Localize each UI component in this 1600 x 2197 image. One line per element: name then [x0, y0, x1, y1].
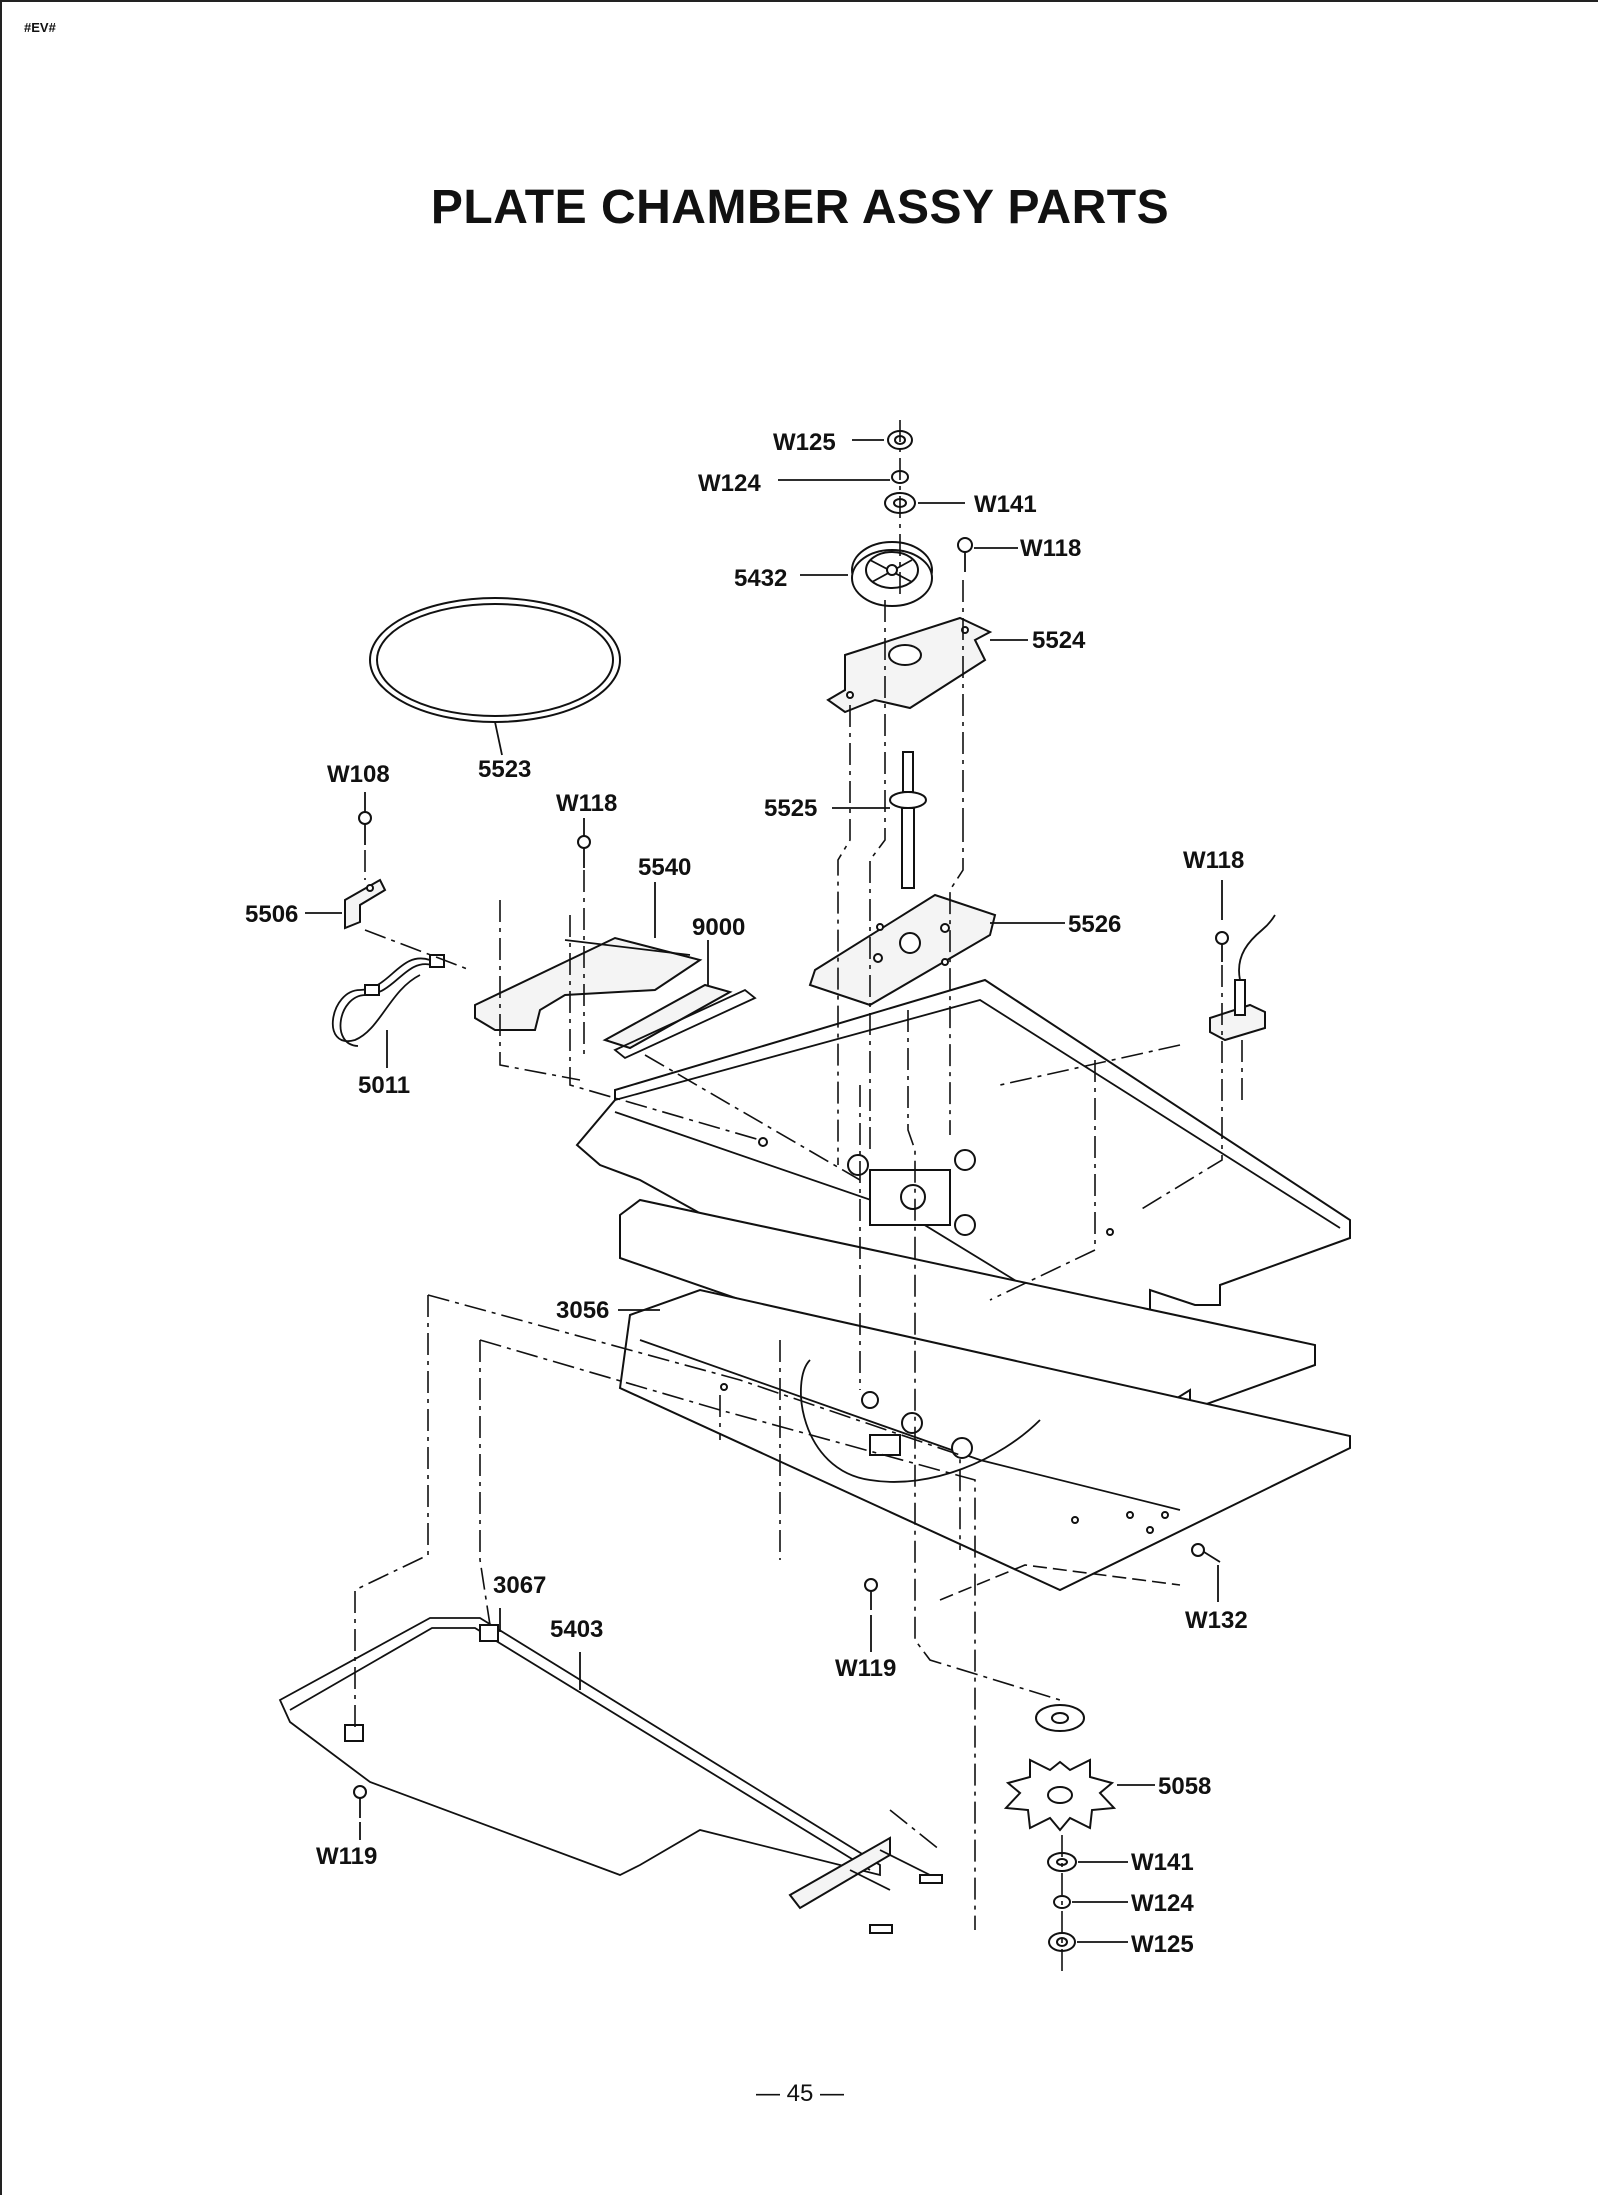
label-5526: 5526: [1068, 911, 1121, 938]
screw-w118-top: [957, 537, 973, 572]
label-w119-left: W119: [316, 1843, 377, 1870]
chamber-base-3056: [618, 1288, 1351, 1592]
header-tag: #EV#: [24, 20, 56, 35]
duct-5540: [474, 936, 703, 1031]
shaft-5525: [889, 751, 927, 889]
screw-w118-right: [1215, 931, 1229, 962]
label-w141-bottom: W141: [1131, 1849, 1194, 1876]
screw-w132: [1191, 1543, 1221, 1563]
label-w119-mid: W119: [835, 1655, 896, 1682]
label-w124-bottom: W124: [1131, 1890, 1194, 1917]
label-5525: 5525: [764, 795, 817, 822]
label-w108: W108: [327, 761, 390, 788]
sensor-assembly: [1209, 914, 1276, 1042]
page-title: PLATE CHAMBER ASSY PARTS: [430, 181, 1170, 234]
washer-w141-bottom: [1047, 1852, 1077, 1872]
label-w125-top: W125: [773, 429, 836, 456]
fan-5058: [1003, 1758, 1117, 1832]
label-5524: 5524: [1032, 627, 1086, 654]
heater-element-5403: [278, 1617, 943, 1934]
page-number: — 45 —: [755, 2080, 845, 2107]
label-w118-top: W118: [1020, 535, 1081, 562]
motor-5432: [851, 541, 933, 607]
belt-5523: [369, 597, 621, 723]
label-w132: W132: [1185, 1607, 1248, 1634]
label-5403: 5403: [550, 1616, 603, 1643]
screw-w119-left: [353, 1785, 367, 1818]
part-labels: W125 W124 W141 W118 5432 5524 5523 W108 …: [245, 429, 1248, 1958]
label-w118-left: W118: [556, 790, 617, 817]
screw-w108: [358, 811, 372, 845]
label-w118-right: W118: [1183, 847, 1244, 874]
label-w125-bottom: W125: [1131, 1931, 1194, 1958]
label-5058: 5058: [1158, 1773, 1211, 1800]
label-5540: 5540: [638, 854, 691, 881]
assembly-lines: [354, 420, 1243, 1975]
label-5011: 5011: [358, 1072, 410, 1099]
filter-9000: [602, 983, 757, 1060]
bracket-5506: [344, 878, 387, 930]
label-w141-top: W141: [974, 491, 1037, 518]
label-5506: 5506: [245, 901, 298, 928]
leader-lines: [305, 439, 1223, 1943]
label-9000: 9000: [692, 914, 745, 941]
label-5523: 5523: [478, 756, 531, 783]
screw-w118-left: [577, 835, 591, 868]
washer-spacer: [1035, 1704, 1085, 1732]
label-w124-top: W124: [698, 470, 761, 497]
bracket-5524: [826, 616, 993, 714]
screw-w119-mid: [864, 1578, 878, 1610]
plate-5526: [808, 893, 997, 1007]
harness-5011: [331, 954, 445, 1047]
label-5432: 5432: [734, 565, 787, 592]
label-3067: 3067: [493, 1572, 546, 1599]
label-3056: 3056: [556, 1297, 609, 1324]
